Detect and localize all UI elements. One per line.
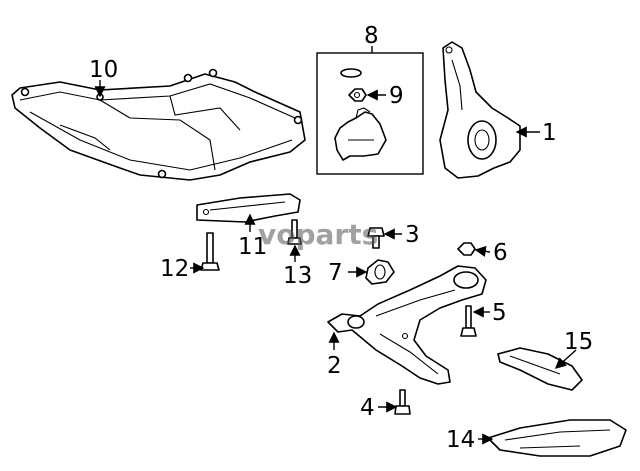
part-13-bolt[interactable]: [287, 219, 302, 245]
callout-3: 3: [405, 222, 420, 248]
part-5-bolt[interactable]: [460, 305, 477, 337]
part-11-bracket[interactable]: [196, 193, 301, 223]
callout-7: 7: [328, 260, 343, 286]
leader-lines: [94, 46, 577, 445]
callout-14: 14: [446, 427, 475, 453]
callout-6: 6: [493, 240, 508, 266]
callout-13: 13: [283, 263, 312, 289]
part-7-bushing[interactable]: [365, 259, 395, 285]
watermark-text: voparts: [258, 218, 378, 251]
part-15-cover[interactable]: [497, 347, 583, 391]
callout-15: 15: [564, 329, 593, 355]
part-3-bolt[interactable]: [367, 227, 385, 249]
callout-12: 12: [160, 256, 189, 282]
callout-1: 1: [542, 120, 557, 146]
callout-8: 8: [364, 23, 379, 49]
callout-2: 2: [327, 353, 342, 379]
callout-4: 4: [360, 395, 375, 421]
part-12-bolt[interactable]: [200, 232, 220, 271]
callout-5: 5: [492, 300, 507, 326]
part-4-bolt[interactable]: [394, 389, 411, 415]
callout-10: 10: [89, 57, 118, 83]
callout-11: 11: [238, 234, 267, 260]
part-8-ball-joint-kit[interactable]: [316, 52, 424, 175]
part-1-steering-knuckle[interactable]: [439, 41, 521, 179]
part-9-nut[interactable]: [348, 88, 367, 102]
part-14-under-cover[interactable]: [487, 419, 627, 457]
part-6-nut[interactable]: [457, 242, 476, 256]
part-2-lower-control-arm[interactable]: [327, 265, 487, 385]
part-10-crossmember[interactable]: [11, 68, 306, 181]
callout-9: 9: [389, 83, 404, 109]
